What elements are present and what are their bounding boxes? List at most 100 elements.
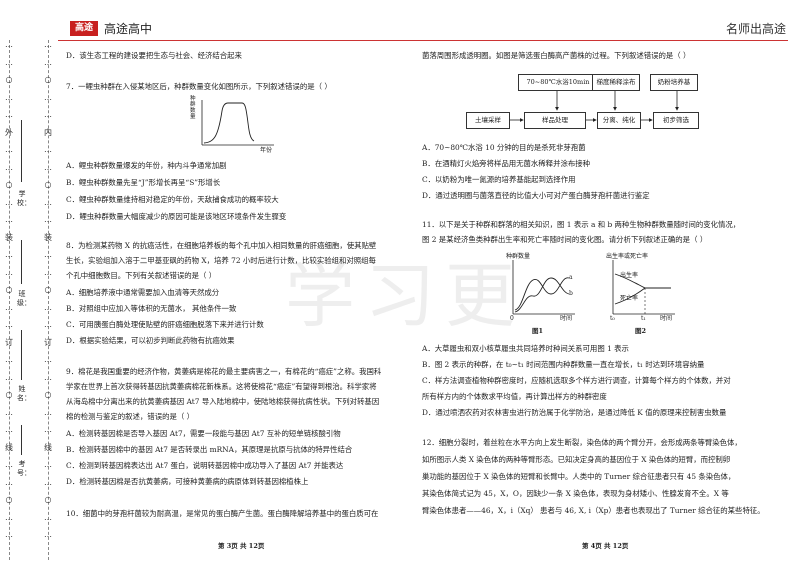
outer-cut-line bbox=[9, 40, 10, 560]
q9-option-a: A．检测转基因棉是否导入基因 At7，需要一段能与基因 At7 互补的短单链核酸… bbox=[66, 429, 341, 438]
inner-margin-char: … bbox=[44, 162, 52, 172]
inner-margin-char: ○ bbox=[44, 495, 52, 504]
exam-no-field-label: 考号： bbox=[17, 460, 31, 477]
q12-line5: 臂染色体患者——46，X，i（Xq） 患者与 46, X, i（Xp）患者也表现… bbox=[422, 506, 765, 515]
outer-margin-char: … bbox=[5, 250, 13, 259]
q8-stem-line1: 8．为检测某药物 X 的抗癌活性，在细胞培养板的每个孔中加入相同数量的肝癌细胞，… bbox=[66, 241, 377, 250]
inner-margin-char: … bbox=[44, 407, 52, 417]
name-field-label: 姓名： bbox=[17, 385, 31, 402]
outer-margin-char: … bbox=[5, 110, 13, 119]
inner-margin-char: ○ bbox=[44, 285, 52, 294]
inner-margin-char: … bbox=[44, 92, 52, 102]
q10-stem-line2: 菌落周围形成透明圈。如图是筛选蛋白酶高产菌株的过程。下列叙述错误的是（ ） bbox=[422, 51, 691, 60]
outer-margin-char: ○ bbox=[5, 495, 13, 504]
q8-option-c: C．可用胰蛋白酶处理使贴壁的肝癌细胞脱落下来并进行计数 bbox=[66, 320, 264, 329]
inner-margin-char: … bbox=[44, 530, 52, 539]
binding-margin: ……○……外……○……装……○……订……○……线……○…… ……○……内……○…… bbox=[0, 40, 58, 560]
q8-stem-line2: 生长，实验组加入溶于二甲基亚砜的药物 X，培养 72 小时后进行计数，比较实验组… bbox=[66, 256, 376, 265]
q11-option-c-line1: C．样方法调查植物种群密度时，应随机选取多个样方进行调查，计算每个样方的个体数，… bbox=[422, 376, 731, 385]
fig2-death-rate-curve bbox=[614, 287, 646, 305]
q10-option-c: C．以奶粉为唯一氮源的培养基能起到选择作用 bbox=[422, 175, 576, 184]
flow-box-soil-sampling: 土壤采样 bbox=[466, 112, 510, 129]
outer-margin-char: … bbox=[5, 302, 13, 312]
fig2-caption: 图2 bbox=[635, 327, 647, 335]
inner-margin-char: … bbox=[44, 110, 52, 119]
q11-stem-line2: 图 2 是某经济鱼类种群出生率和死亡率随时间的变化图。请分析下列叙述正确的是（ … bbox=[422, 235, 708, 244]
inner-margin-char: … bbox=[44, 302, 52, 312]
fig2-t1-label: t₁ bbox=[641, 315, 646, 322]
outer-margin-char: … bbox=[5, 530, 13, 539]
page-footer-left: 第 3页 共 12页 bbox=[218, 542, 265, 550]
inner-margin-char: … bbox=[44, 250, 52, 259]
school-field-label: 学校： bbox=[17, 190, 31, 207]
outer-margin-char: … bbox=[5, 477, 13, 487]
brand-name: 高途高中 bbox=[104, 22, 153, 36]
q8-stem-line3: 个孔中细胞数目。下列有关叙述错误的是（ ） bbox=[66, 271, 217, 280]
outer-margin-char: … bbox=[5, 355, 13, 364]
outer-margin-char: … bbox=[5, 460, 13, 469]
outer-margin-char: … bbox=[5, 512, 13, 522]
class-field-line bbox=[21, 240, 22, 284]
q10-option-d: D．通过透明圈与菌落直径的比值大小可对产蛋白酶芽孢杆菌进行鉴定 bbox=[422, 191, 650, 200]
inner-margin-char: … bbox=[44, 477, 52, 487]
outer-margin-char: … bbox=[5, 145, 13, 154]
outer-margin-char: ○ bbox=[5, 285, 13, 294]
flow-box-milk-medium: 奶粉培养基 bbox=[650, 74, 698, 91]
flow-box-isolation: 分离、纯化 bbox=[597, 112, 641, 129]
q10-option-a: A．70~80℃水浴 10 分钟的目的是杀死非芽孢菌 bbox=[422, 143, 586, 152]
inner-margin-char: … bbox=[44, 512, 52, 522]
inner-margin-char: … bbox=[44, 145, 52, 154]
exam-no-field-line bbox=[21, 425, 22, 455]
inner-margin-char: … bbox=[44, 425, 52, 434]
outer-margin-char: 外 bbox=[5, 127, 13, 137]
inner-margin-char: ○ bbox=[44, 75, 52, 84]
outer-margin-char: … bbox=[5, 372, 13, 382]
q7-stem: 7．一鲤虫种群在入侵某地区后，种群数量变化如图所示，下列叙述错误的是（ ） bbox=[66, 82, 332, 91]
q7-y-label: 种群数量 bbox=[190, 96, 196, 120]
q9-option-c: C．检测到转基因棉表达出 At7 蛋白，说明转基因棉中成功导入了基因 At7 并… bbox=[66, 461, 344, 470]
q8-option-b: B．对照组中应加入等体积的无菌水， 其他条件一致 bbox=[66, 304, 237, 313]
q9-option-d: D．检测转基因棉是否抗黄萎病，可接种黄萎病的病原体到转基因棉植株上 bbox=[66, 477, 309, 486]
inner-margin-char: … bbox=[44, 197, 52, 207]
outer-margin-char: 线 bbox=[5, 442, 13, 452]
flow-box-water-bath: 70~80℃水浴10min bbox=[518, 74, 598, 91]
inner-margin-char: 线 bbox=[44, 442, 52, 452]
outer-margin-char: ○ bbox=[5, 390, 13, 399]
fig1-series-b-label: b bbox=[569, 290, 573, 297]
q7-x-label: 年份 bbox=[260, 147, 273, 154]
fig1-series-a bbox=[514, 277, 570, 311]
inner-margin-char: … bbox=[44, 215, 52, 224]
q9-stem-line3: 从海岛棉中分离出来的抗黄萎病基因 At7 导入陆地棉中，使陆地棉获得抗病性状。下… bbox=[66, 397, 380, 406]
q8-option-d: D．根据实验结果，可以初步判断此药物有抗癌效果 bbox=[66, 336, 235, 345]
outer-margin-char: … bbox=[5, 92, 13, 102]
q11-option-b: B．图 2 表示的种群，在 t₀~t₁ 时间范围内种群数量一直在增长，t₁ 时达… bbox=[422, 360, 705, 369]
brand-logo: 高途 bbox=[70, 21, 98, 36]
inner-margin-char: … bbox=[44, 460, 52, 469]
q9-stem-line2: 学家在世界上首次获得转基因抗黄萎病棉花新株系。这将使棉花“癌症”有望得到根治。科… bbox=[66, 382, 377, 391]
inner-cut-line bbox=[48, 40, 49, 560]
fig2-t0-label: t₀ bbox=[610, 315, 615, 322]
fig1-y-label: 种群数量 bbox=[506, 253, 531, 260]
q11-figure2-graph bbox=[612, 260, 675, 315]
outer-margin-char: … bbox=[5, 320, 13, 329]
q9-stem-line1: 9．棉花是我国重要的经济作物，黄萎病是棉花的最主要病害之一，有棉花的“癌症”之称… bbox=[66, 367, 382, 376]
inner-margin-char: 装 bbox=[44, 232, 52, 242]
outer-margin-char: 订 bbox=[5, 337, 13, 347]
fig2-death-rate-label: 死亡率 bbox=[620, 295, 639, 302]
outer-margin-char: … bbox=[5, 57, 13, 67]
outer-margin-char: … bbox=[5, 40, 13, 49]
outer-margin-char: … bbox=[5, 267, 13, 277]
outer-margin-char: … bbox=[5, 162, 13, 172]
inner-margin-char: … bbox=[44, 355, 52, 364]
q6-option-d: D．该生态工程的建设要把生态与社会、经济结合起来 bbox=[66, 51, 242, 60]
inner-margin-char: … bbox=[44, 267, 52, 277]
page-footer-right: 第 4页 共 12页 bbox=[582, 542, 629, 550]
q11-stem-line1: 11．以下是关于种群和群落的相关知识，图 1 表示 a 和 b 两种生物种群数量… bbox=[422, 220, 741, 229]
outer-margin-char: … bbox=[5, 407, 13, 417]
outer-margin-char: ○ bbox=[5, 180, 13, 189]
q7-population-graph bbox=[201, 100, 274, 146]
q11-figure1-graph bbox=[512, 260, 575, 315]
inner-margin-char: 订 bbox=[44, 337, 52, 347]
outer-margin-char: … bbox=[5, 197, 13, 207]
outer-margin-char: 装 bbox=[5, 232, 13, 242]
